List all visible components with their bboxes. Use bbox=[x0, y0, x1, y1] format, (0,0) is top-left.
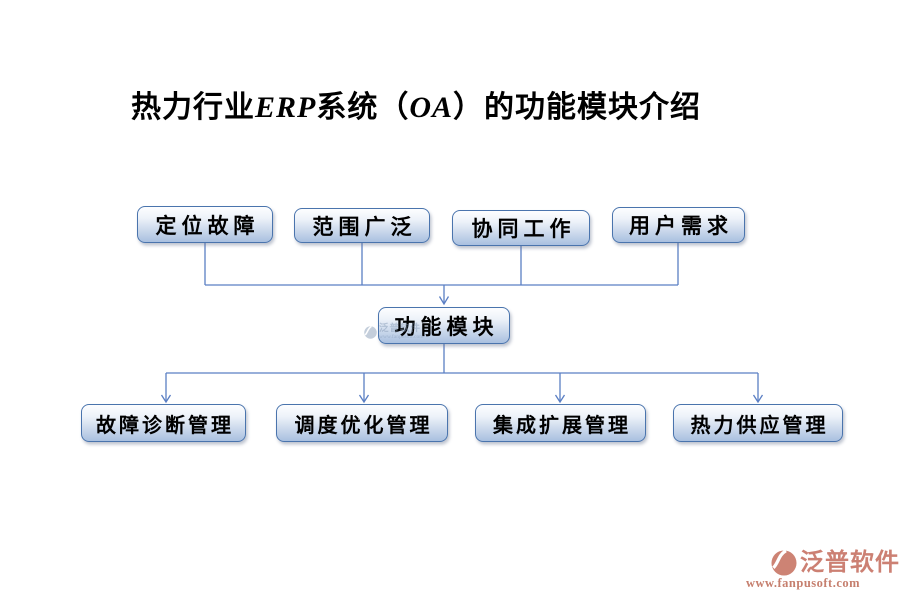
watermark-brand-text: 泛普软件 bbox=[379, 324, 422, 334]
title-part: ）的功能模块介绍 bbox=[453, 91, 702, 124]
title-part-oa: OA bbox=[409, 91, 454, 124]
arrowhead-dispatch-optimization bbox=[358, 394, 370, 404]
center-watermark: 泛普软件 www.fanpusoft.com bbox=[364, 324, 424, 340]
watermark-logo-icon bbox=[364, 325, 377, 339]
node-heat-supply-management: 热力供应管理 bbox=[673, 404, 843, 442]
title-part-erp: ERP bbox=[255, 91, 317, 124]
arrowhead-into-center bbox=[438, 296, 450, 306]
node-fault-diagnosis-management: 故障诊断管理 bbox=[81, 404, 246, 442]
node-wide-range: 范围广泛 bbox=[294, 208, 430, 243]
node-user-demand: 用户需求 bbox=[612, 207, 745, 243]
footer-brand-name: 泛普软件 bbox=[800, 550, 900, 576]
page-title: 热力行业ERP系统（OA）的功能模块介绍 bbox=[131, 82, 701, 126]
watermark-text-block: 泛普软件 www.fanpusoft.com bbox=[379, 324, 424, 340]
node-integration-expansion-management: 集成扩展管理 bbox=[475, 404, 646, 442]
watermark-url-text: www.fanpusoft.com bbox=[379, 334, 424, 340]
node-locate-fault: 定位故障 bbox=[137, 206, 273, 243]
node-collaboration: 协同工作 bbox=[452, 210, 590, 246]
node-function-module: 功能模块 bbox=[378, 307, 510, 344]
title-part: 热力行业 bbox=[131, 91, 255, 124]
node-dispatch-optimization-management: 调度优化管理 bbox=[276, 404, 448, 442]
arrowhead-integration-expansion bbox=[554, 394, 566, 404]
title-part: 系统（ bbox=[316, 91, 410, 124]
arrowhead-fault-diagnosis bbox=[160, 394, 172, 404]
fanpu-logo-icon bbox=[771, 550, 797, 576]
footer-brand-url: www.fanpusoft.com bbox=[746, 576, 861, 590]
arrowhead-heat-supply bbox=[752, 394, 764, 404]
footer-brand: 泛普软件 bbox=[771, 550, 900, 576]
